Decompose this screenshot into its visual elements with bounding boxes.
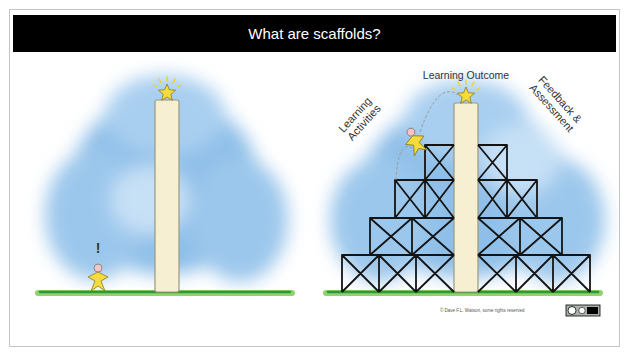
badge-circle [568,307,576,315]
figure-head [94,264,102,272]
learner-figure [400,124,430,157]
badge-frame [566,305,600,316]
exclamation-mark: ! [90,240,106,256]
slide-title: What are scaffolds? [13,15,616,52]
figure-head [406,127,417,138]
star-shape [158,84,175,100]
badge-block [587,307,598,314]
jump-path [396,92,458,180]
goal-star [153,77,181,100]
goal-star [452,80,480,103]
glow-rays [153,77,181,87]
scaffold-right [478,145,590,292]
learner-figure [88,264,108,291]
cloud-part [192,158,288,282]
badge-circle [579,307,585,313]
cloud-part [480,125,560,195]
slide-frame [10,10,620,347]
pillar [454,103,478,292]
credit-note: © Dave F.L. Watson, some rights reserved [440,308,524,313]
feedback-label: Feedback & Assessment [527,73,594,144]
pillar [155,100,179,292]
activities-label: Learning Activities [336,77,398,142]
title-bar [13,15,616,52]
outcome-label: Learning Outcome [406,69,526,81]
glow-rays [452,80,480,90]
figure-body [404,132,430,158]
star-shape [457,87,474,103]
figure-body [88,272,108,291]
cc-badge [566,305,600,316]
scaffold-left [342,145,454,292]
